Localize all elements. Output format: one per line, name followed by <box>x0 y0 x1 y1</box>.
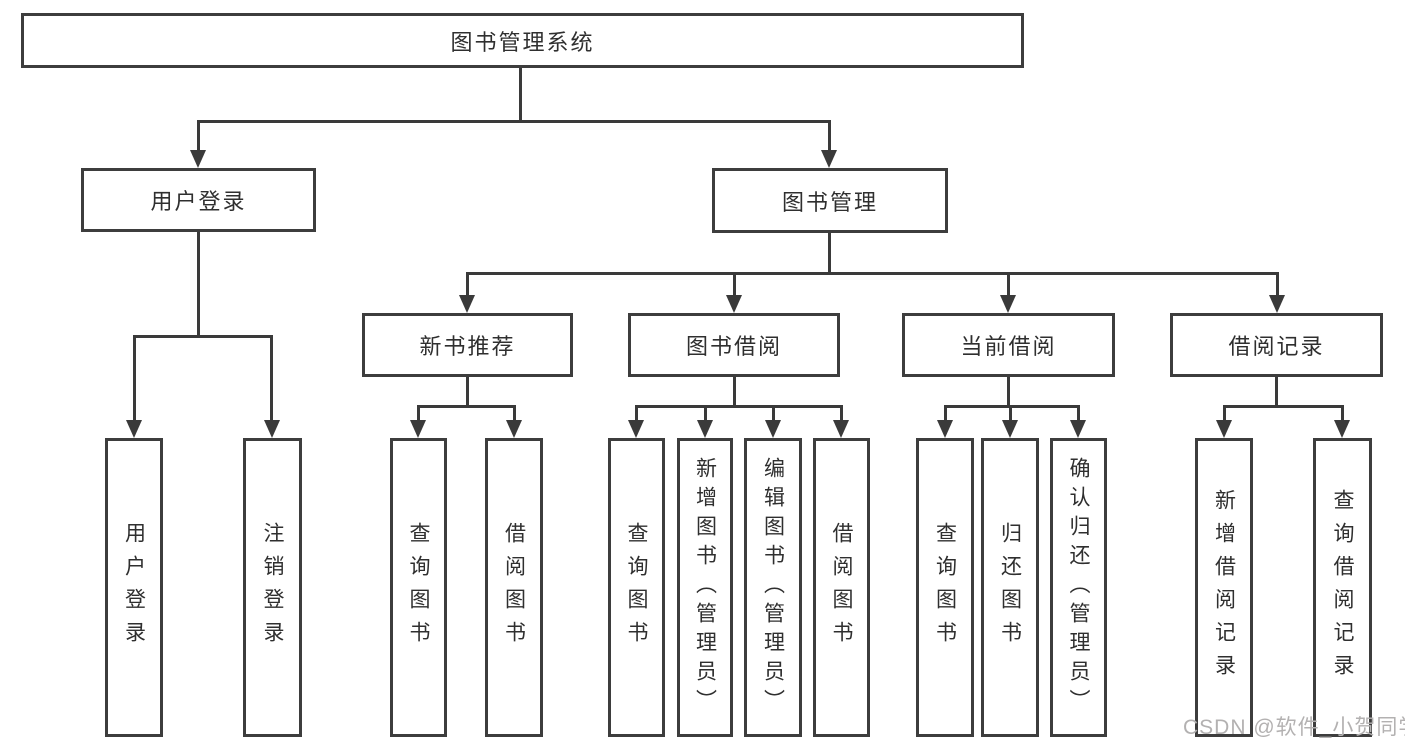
connector-line <box>1275 377 1278 405</box>
node-library-system-label: 图书管理系统 <box>450 29 595 55</box>
node-book-management: 图书管理 <box>712 168 948 233</box>
connector-line <box>1276 272 1279 296</box>
connector-line <box>1007 272 1010 296</box>
arrow-down-icon <box>1002 420 1018 438</box>
connector-line <box>635 405 842 408</box>
leaf-user-login: 用户登录 <box>105 438 163 737</box>
arrow-down-icon <box>937 420 953 438</box>
node-borrowing-records-label: 借阅记录 <box>1228 334 1325 359</box>
connector-line <box>772 405 775 421</box>
leaf-logout: 注销登录 <box>243 438 302 737</box>
arrow-down-icon <box>833 420 849 438</box>
connector-line <box>828 120 831 152</box>
arrow-down-icon <box>1269 295 1285 313</box>
connector-line <box>417 405 420 421</box>
connector-line <box>704 405 707 421</box>
connector-line <box>197 120 831 123</box>
leaf-add-book-admin-label: 新增图书（管理员） <box>693 457 717 718</box>
connector-line <box>133 335 136 421</box>
leaf-query-books-recommend: 查询图书 <box>390 438 447 737</box>
arrow-down-icon <box>1216 420 1232 438</box>
leaf-query-books-borrowing-label: 查询图书 <box>625 521 648 654</box>
node-new-book-recommend-label: 新书推荐 <box>419 334 516 359</box>
node-new-book-recommend: 新书推荐 <box>362 313 573 377</box>
connector-line <box>270 335 273 421</box>
leaf-query-borrow-record: 查询借阅记录 <box>1313 438 1372 737</box>
connector-line <box>417 405 516 408</box>
connector-line <box>197 232 200 335</box>
leaf-query-books-borrowing: 查询图书 <box>608 438 665 737</box>
arrow-down-icon <box>697 420 713 438</box>
connector-line <box>466 272 1278 275</box>
leaf-query-books-current: 查询图书 <box>916 438 974 737</box>
connector-line <box>840 405 843 421</box>
connector-line <box>1077 405 1080 421</box>
connector-line <box>1223 405 1344 408</box>
arrow-down-icon <box>126 420 142 438</box>
node-current-borrowing-label: 当前借阅 <box>960 334 1057 359</box>
node-book-borrowing: 图书借阅 <box>628 313 840 377</box>
node-book-borrowing-label: 图书借阅 <box>685 334 782 359</box>
leaf-borrow-books-recommend-label: 借阅图书 <box>502 521 526 654</box>
connector-line <box>828 233 831 272</box>
arrow-down-icon <box>459 295 475 313</box>
connector-line <box>466 377 469 405</box>
leaf-add-book-admin: 新增图书（管理员） <box>677 438 733 737</box>
connector-line <box>1341 405 1344 421</box>
leaf-add-borrow-record: 新增借阅记录 <box>1195 438 1253 737</box>
arrow-down-icon <box>264 420 280 438</box>
connector-line <box>1007 377 1010 405</box>
connector-line <box>519 68 522 120</box>
connector-line <box>733 272 736 296</box>
connector-line <box>944 405 947 421</box>
arrow-down-icon <box>821 150 837 168</box>
node-book-management-label: 图书管理 <box>781 189 878 215</box>
arrow-down-icon <box>1000 295 1016 313</box>
watermark: CSDN @软件_小贺同学 <box>1183 716 1405 739</box>
leaf-query-borrow-record-label: 查询借阅记录 <box>1331 488 1354 687</box>
arrow-down-icon <box>726 295 742 313</box>
leaf-logout-label: 注销登录 <box>261 521 284 654</box>
leaf-return-books-label: 归还图书 <box>998 521 1022 654</box>
connector-line <box>635 405 638 421</box>
node-current-borrowing: 当前借阅 <box>902 313 1115 377</box>
connector-line <box>197 120 200 152</box>
arrow-down-icon <box>506 420 522 438</box>
leaf-borrow-books-borrowing: 借阅图书 <box>813 438 870 737</box>
connector-line <box>733 377 736 405</box>
connector-line <box>1009 405 1012 421</box>
leaf-query-books-current-label: 查询图书 <box>933 521 957 654</box>
arrow-down-icon <box>628 420 644 438</box>
arrow-down-icon <box>765 420 781 438</box>
leaf-confirm-return-admin: 确认归还（管理员） <box>1050 438 1107 737</box>
leaf-borrow-books-borrowing-label: 借阅图书 <box>830 521 853 654</box>
leaf-add-borrow-record-label: 新增借阅记录 <box>1212 488 1236 687</box>
leaf-user-login-label: 用户登录 <box>122 521 146 654</box>
arrow-down-icon <box>190 150 206 168</box>
leaf-borrow-books-recommend: 借阅图书 <box>485 438 543 737</box>
leaf-confirm-return-admin-label: 确认归还（管理员） <box>1067 457 1090 718</box>
leaf-return-books: 归还图书 <box>981 438 1039 737</box>
connector-line <box>1223 405 1226 421</box>
arrow-down-icon <box>410 420 426 438</box>
node-user-login: 用户登录 <box>81 168 316 232</box>
arrow-down-icon <box>1334 420 1350 438</box>
leaf-edit-book-admin-label: 编辑图书（管理员） <box>761 457 785 718</box>
connector-line <box>513 405 516 421</box>
leaf-edit-book-admin: 编辑图书（管理员） <box>744 438 802 737</box>
connector-line <box>466 272 469 296</box>
node-borrowing-records: 借阅记录 <box>1170 313 1383 377</box>
leaf-query-books-recommend-label: 查询图书 <box>407 521 430 654</box>
arrow-down-icon <box>1070 420 1086 438</box>
node-user-login-label: 用户登录 <box>150 189 247 214</box>
node-library-system: 图书管理系统 <box>21 13 1024 68</box>
connector-line <box>133 335 273 338</box>
